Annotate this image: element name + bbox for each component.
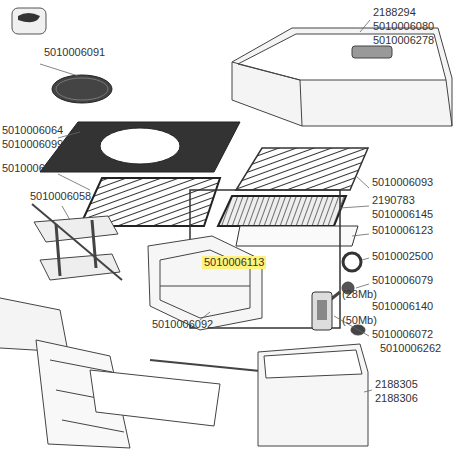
- part-number: 5010006058: [30, 190, 91, 203]
- leader-lines: [40, 20, 372, 392]
- part-number: 5010006079: [372, 274, 433, 287]
- part-number: 5010006080: [373, 20, 434, 33]
- part-number: 5010006092: [152, 318, 213, 331]
- part-number: 5010006094: [2, 162, 63, 175]
- part-number: 2188305: [375, 378, 418, 391]
- part-number: 2188294: [373, 6, 416, 19]
- part-number: 5010006093: [372, 176, 433, 189]
- part-number: 5010006091: [44, 46, 105, 59]
- part-number: 5010006123: [372, 224, 433, 237]
- part-number: 2190783: [372, 194, 415, 207]
- highlighted-part-number: 5010006113: [202, 256, 266, 269]
- part-number: 5010006145: [372, 208, 433, 221]
- part-number: 5010006064: [2, 124, 63, 137]
- part-number: 5010002500: [372, 250, 433, 263]
- part-number: 5010006278: [373, 34, 434, 47]
- part-number: (28Mb): [342, 288, 377, 301]
- part-number: 5010006140: [372, 300, 433, 313]
- part-number: 2188306: [375, 392, 418, 405]
- part-number: 5010006099: [2, 138, 63, 151]
- part-number: 5010006072: [372, 328, 433, 341]
- part-number: (50Mb): [342, 314, 377, 327]
- part-number: 5010006262: [380, 342, 441, 355]
